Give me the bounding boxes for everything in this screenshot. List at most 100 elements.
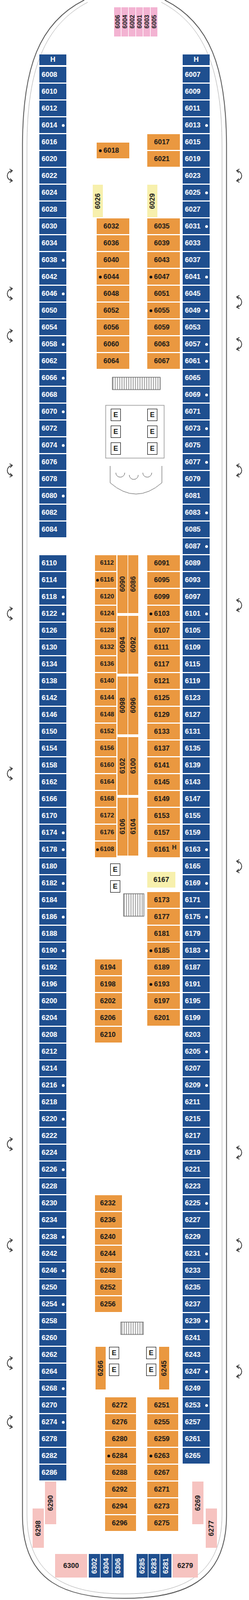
cabin-number: 6150 [41,729,58,737]
cabin-number: 6105 [184,627,201,636]
lifeboat-symbol [236,337,242,352]
cabin-box: 6145 [147,775,180,791]
cabin-box: 6022 [39,168,67,184]
cabin-number: 6038 [41,256,58,265]
cabin-number: 6043 [154,256,170,265]
cabin-box: 6098 [117,677,128,736]
cabin-number: 6187 [184,965,201,973]
cabin-number: 6220 [41,1116,58,1125]
cabin-box: 6020 [39,151,67,167]
cabin-box: 6186 [39,910,67,926]
cabin-number: 6158 [41,762,58,771]
cabin-number: 6286 [41,1470,58,1479]
cabin-box: 6235 [182,1280,210,1297]
cabin-box: 6033 [182,235,210,252]
cabin-number: 6047 [154,273,170,282]
cabin-number: 6182 [41,880,58,889]
accessible-dot [61,444,65,448]
cabin-box: 6148 [94,707,117,724]
accessible-dot [61,495,65,498]
stairs [120,1323,144,1337]
accessible-dot [205,343,208,347]
cabin-number: 6019 [184,155,201,164]
cabin-number: 6131 [184,729,201,737]
cabin-box: 6024 [39,184,67,201]
cabin-number: 6272 [111,1403,128,1411]
cabin-number: 6245 [160,1361,169,1378]
cabin-number: 6119 [184,678,201,686]
cabin-number: 6277 [207,1522,216,1538]
cabin-box: 6167 [147,872,176,889]
cabin-box: 6032 [96,218,130,235]
cabin-number: 6218 [41,1099,58,1108]
cabin-box: 6227 [182,1213,210,1230]
cabin-number: 6243 [184,1352,201,1361]
cabin-number: 6023 [184,172,201,180]
cabin-box: 6017 [147,134,180,151]
cabin-number: 6198 [100,981,116,990]
accessible-dot [205,883,208,886]
cabin-number: 6232 [100,1201,116,1209]
cabin-box: 6250 [39,1280,67,1297]
cabin-number: 6172 [100,813,115,820]
cabin-number: 6107 [154,627,170,636]
cabin-number: 6077 [184,459,201,467]
cabin-box: 6258 [39,1314,67,1331]
cabin-box: 6225 [182,1196,210,1213]
cabin-number: 6017 [154,138,170,147]
accessible-dot [205,512,208,515]
cabin-box: 6236 [94,1213,122,1230]
cabin-number: 6147 [184,796,201,804]
cabin-number: 6040 [103,256,120,265]
accessible-dot [205,427,208,431]
cabin-box: 6192 [39,960,67,977]
cabin-box: 6130 [39,640,67,656]
accessible-dot [205,275,208,279]
accessible-dot [61,832,65,836]
cabin-box: 6232 [94,1196,122,1213]
stairs [123,894,144,918]
cabin-box: 6195 [182,994,210,1011]
lifeboat-symbol [236,1147,242,1161]
cabin-number: 6032 [103,223,120,231]
cabin-box: 6058 [39,336,67,353]
cabin-box: 6135 [182,741,210,758]
cabin-box: 6264 [39,1365,67,1382]
cabin-number: 6266 [97,1361,105,1378]
cabin-box: 6190 [39,943,67,960]
cabin-number: 6122 [41,610,58,619]
lifeboat-symbol [7,1416,13,1431]
cabin-box: 6110 [39,555,67,572]
cabin-box: 6187 [182,960,210,977]
cabin-box: 6085 [182,522,210,538]
cabin-number: 6120 [100,594,115,601]
cabin-number: 6157 [154,830,170,838]
cabin-number: 6078 [41,476,58,484]
cabin-number: 6016 [41,138,58,147]
cabin-box: 6128 [94,623,117,640]
cabin-box: 6080 [39,488,67,505]
cabin-number: 6135 [184,745,201,754]
cabin-number: 6005 [151,14,158,29]
cabin-box: 6172 [94,808,117,825]
cabin-number: 6248 [100,1268,116,1276]
cabin-number: 6128 [100,627,115,635]
cabin-number: 6091 [154,560,170,568]
cabin-box: 6076 [39,454,67,471]
cabin-number: 6046 [41,290,58,298]
cabin-number: 6027 [184,206,201,214]
accessible-dot [96,849,99,853]
atrium [110,466,162,495]
cabin-box: 6217 [182,1129,210,1145]
cabin-number: H [193,56,199,64]
cabin-number: 6061 [184,358,201,366]
cabin-number: 6148 [100,712,115,719]
cabin-number: 6081 [184,492,201,501]
cabin-box: 6218 [39,1095,67,1112]
cabin-box: 6205 [182,1044,210,1061]
cabin-box: 6166 [39,791,67,808]
cabin-number: 6015 [184,138,201,147]
cabin-number: 6020 [41,155,58,164]
cabin-box: 6211 [182,1095,210,1112]
cabin-box: 6265 [182,1449,210,1466]
